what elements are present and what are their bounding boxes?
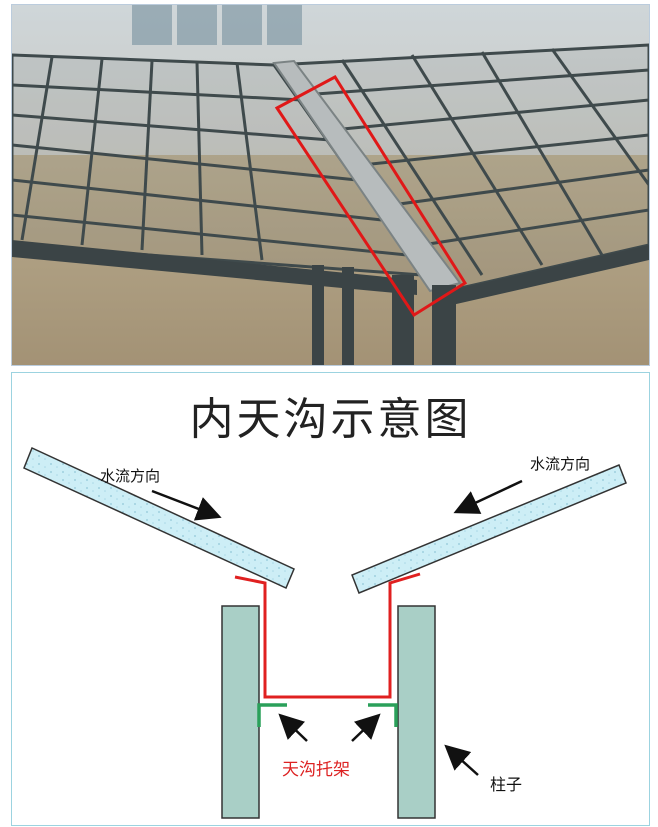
steel-roof-frame-photo [12,5,649,365]
diagram-drawing [23,446,627,819]
highlight-box [274,75,468,318]
roof-photo [11,4,650,366]
bracket-arrow-right [351,713,381,742]
column-left [221,605,260,819]
gutter-bracket-right [368,703,398,727]
column-label: 柱子 [490,775,523,794]
flow-arrow-left [151,489,222,521]
gutter-bracket-left [257,703,287,727]
column-arrow [444,744,479,776]
column-right [397,605,436,819]
roof-panel-right [351,464,627,594]
flow-label-right: 水流方向 [530,455,591,473]
gutter-diagram: 内天沟示意图 水流方向 [11,372,650,826]
flow-arrow-right [453,479,523,514]
flow-label-left: 水流方向 [100,467,161,485]
gutter-bracket-label: 天沟托架 [282,760,350,780]
inner-gutter [234,572,421,699]
roof-panel-left [23,446,295,590]
bracket-arrow-left [278,713,308,742]
diagram-title: 内天沟示意图 [189,394,472,445]
